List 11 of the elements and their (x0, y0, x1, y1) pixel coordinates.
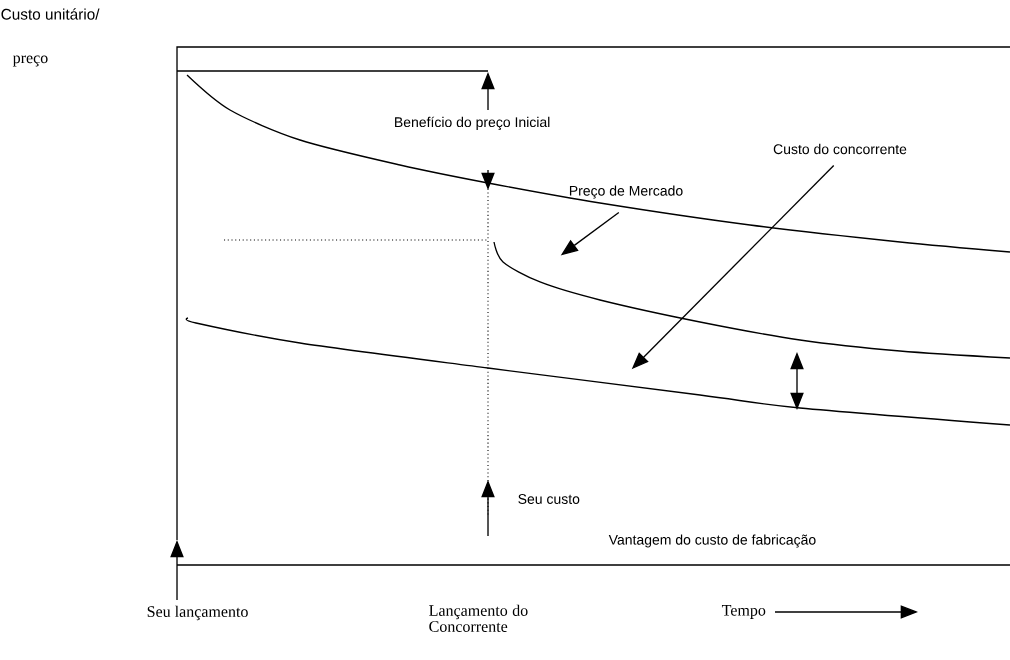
axis-label: preço (12, 55, 48, 67)
annotation: Benefício do preço Inicial (395, 116, 550, 130)
annotation: Vantagem do custo de fabricação (608, 534, 816, 548)
curve (493, 241, 1010, 359)
curve (186, 74, 1010, 253)
axis-label: Tempo (721, 605, 766, 619)
curve (185, 317, 1010, 426)
axis-label: Lançamento do Concorrente (429, 604, 528, 632)
axis-label: Seu lançamento (147, 605, 248, 621)
axis-label: Custo unitário/ (1, 8, 100, 20)
annotation: Seu custo (518, 494, 580, 504)
